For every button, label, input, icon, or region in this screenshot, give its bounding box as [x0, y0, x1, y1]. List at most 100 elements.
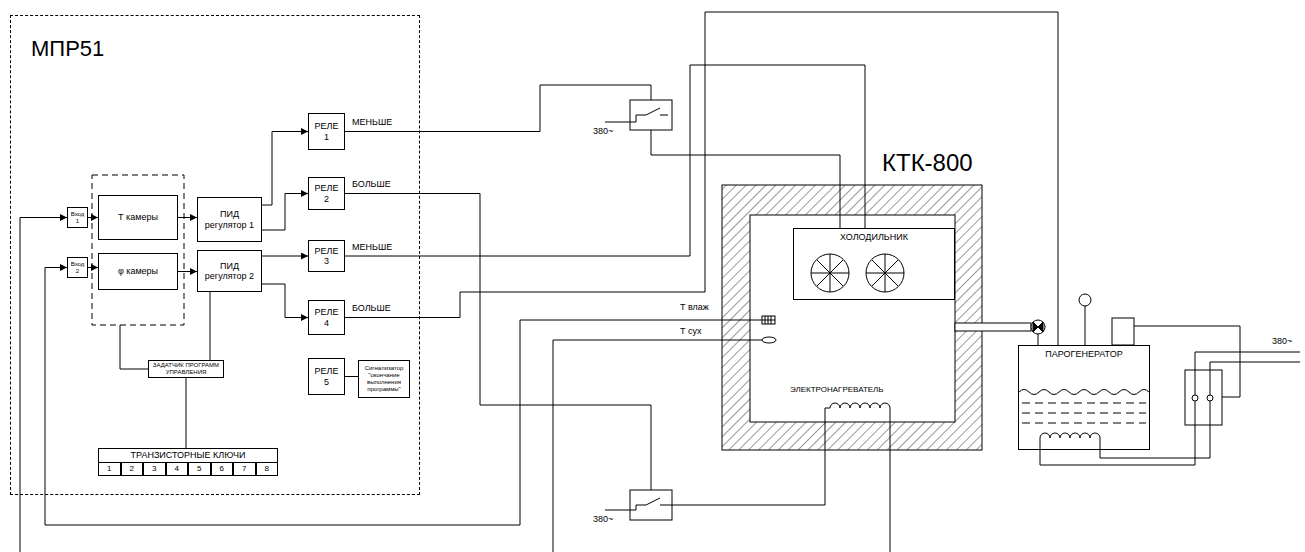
node-text: КТК-800 — [882, 149, 1142, 177]
wet-sensor-grid — [762, 316, 775, 324]
fan-symbol — [811, 254, 849, 292]
node-text: 3 — [152, 464, 156, 473]
signal-wire — [345, 12, 1058, 345]
heater-wire — [668, 408, 830, 505]
measure-group-frame — [92, 175, 184, 325]
fan-blades — [811, 254, 849, 292]
node-text: РЕЛЕ 4 — [313, 307, 340, 328]
sensor-wire — [553, 340, 762, 552]
node-text: Вход 1 — [69, 211, 86, 225]
relay-command: БОЛЬШЕ — [352, 179, 391, 190]
fan-symbol — [866, 254, 904, 292]
relay-command: МЕНЬШЕ — [352, 242, 392, 253]
supply-voltage: 380~ — [593, 126, 613, 137]
relay-box: РЕЛЕ 2 — [308, 177, 345, 210]
gauge-stem — [1085, 306, 1086, 345]
relay-box: РЕЛЕ 5 — [308, 358, 345, 395]
switch-symbol — [636, 108, 668, 115]
relay-wire — [345, 194, 651, 491]
heater-coil — [830, 403, 890, 408]
key-cell: 8 — [256, 462, 279, 476]
boiler-coil — [1040, 433, 1100, 438]
relay-box: РЕЛЕ 3 — [308, 240, 345, 272]
heater-name: ЭЛЕКТРОНАГРЕВАТЕЛЬ — [790, 385, 884, 395]
signal-wire — [178, 271, 197, 272]
steam-valve — [1031, 320, 1045, 334]
measure-box: φ камеры — [98, 253, 178, 290]
sensor-wire — [45, 268, 762, 526]
relay-box: РЕЛЕ 1 — [308, 113, 345, 150]
input-box: Вход 2 — [67, 257, 88, 278]
signal-wire — [262, 194, 308, 231]
pid-box: ПИД регулятор 2 — [197, 250, 262, 292]
node-text: ЗАДАТЧИК ПРОГРАММ УПРАВЛЕНИЯ — [151, 362, 221, 376]
supply-voltage: 380~ — [1272, 336, 1292, 347]
key-cell: 5 — [188, 462, 211, 476]
program-box: ЗАДАТЧИК ПРОГРАММ УПРАВЛЕНИЯ — [148, 360, 224, 378]
key-cell: 2 — [121, 462, 144, 476]
contactor-box — [1185, 370, 1222, 425]
pressure-gauge — [1079, 294, 1091, 306]
key-cell: 3 — [143, 462, 166, 476]
node-text: ХОЛОДИЛЬНИК — [796, 232, 952, 242]
measure-box: Т камеры — [98, 195, 178, 240]
node-text: РЕЛЕ 2 — [313, 183, 340, 204]
key-cell: 4 — [166, 462, 189, 476]
node-text: ПИД регулятор 2 — [202, 261, 257, 282]
valve-symbol — [1033, 322, 1043, 332]
signal-wire — [210, 292, 211, 360]
signal-wire — [88, 267, 98, 268]
level-sensor — [1112, 318, 1134, 345]
sensor-wire — [20, 218, 67, 552]
chamber: КТК-800ХОЛОДИЛЬНИК — [722, 185, 982, 450]
node-text: Сигнализатор "окончание выполнения прогр… — [361, 365, 407, 393]
wet-sensor — [762, 316, 775, 324]
signal-wire — [178, 217, 197, 218]
key-cell: 7 — [233, 462, 256, 476]
node-text: 2 — [130, 464, 134, 473]
node-text: φ камеры — [118, 266, 158, 276]
contact — [1207, 395, 1213, 401]
water-body — [1022, 403, 1146, 423]
water-surface — [1019, 390, 1149, 395]
steam-pipe — [955, 323, 1031, 331]
supply-wire — [605, 505, 636, 510]
controller-frame: МПР51Вход 1 Вход 2 Т камеры φ камеры ПИД рег… — [10, 15, 420, 495]
node-text: 5 — [197, 464, 201, 473]
contact-wire — [1195, 370, 1210, 425]
relay-command: БОЛЬШЕ — [352, 303, 391, 314]
node-text: ТРАНЗИСТОРНЫЕ КЛЮЧИ — [101, 450, 275, 460]
sensor-name: Т сух — [680, 326, 702, 337]
node-text: МПР51 — [31, 36, 419, 61]
boiler-wire — [1040, 425, 1210, 465]
sensor-name: Т влаж — [680, 302, 709, 313]
heater-wire — [890, 408, 891, 552]
supply-wire — [605, 115, 636, 122]
relay-wire — [345, 85, 651, 132]
chamber-space — [750, 215, 955, 422]
supply-voltage: 380~ — [593, 514, 613, 525]
fan-blades — [866, 254, 904, 292]
dry-sensor — [762, 337, 776, 343]
key-cell: 6 — [211, 462, 234, 476]
cooler-wire — [651, 130, 840, 228]
signal-wire — [186, 378, 187, 448]
cooler-box: ХОЛОДИЛЬНИК — [793, 228, 955, 300]
node-text: ПИД регулятор 1 — [202, 209, 257, 230]
contact — [1192, 395, 1198, 401]
signal-wire — [345, 376, 358, 377]
node-text: 7 — [242, 464, 246, 473]
switch-bank: ТРАНЗИСТОРНЫЕ КЛЮЧИ12345678 — [98, 448, 278, 476]
input-box: Вход 1 — [67, 207, 88, 228]
steam-generator: ПАРОГЕНЕРАТОР — [1018, 345, 1150, 450]
node-text: Т камеры — [118, 212, 158, 222]
signal-box: Сигнализатор "окончание выполнения прогр… — [358, 360, 410, 398]
node-text: 6 — [220, 464, 224, 473]
supply-wire — [1195, 352, 1300, 370]
node-text: 4 — [175, 464, 179, 473]
pid-box: ПИД регулятор 1 — [197, 197, 262, 242]
node-text: Вход 2 — [69, 261, 86, 275]
node-text: 8 — [265, 464, 269, 473]
